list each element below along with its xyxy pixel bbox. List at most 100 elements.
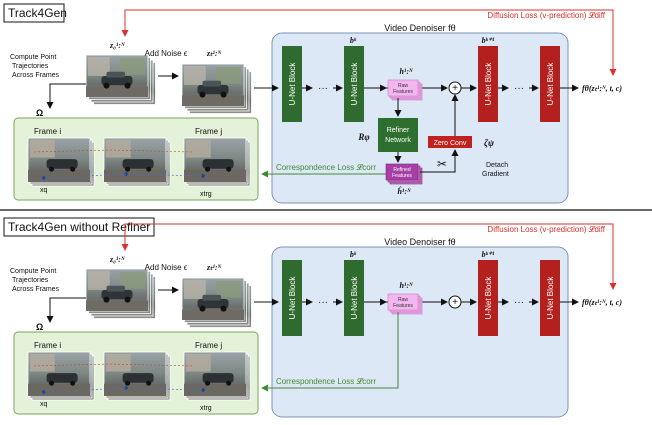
unet-block: U-Net Block bbox=[344, 260, 364, 336]
video-denoiser-box bbox=[271, 246, 569, 418]
unet-block-label: U-Net Block bbox=[350, 276, 359, 320]
unet-block: U-Net Block bbox=[478, 260, 498, 336]
zt-label: zₜ¹:ᴺ bbox=[206, 263, 222, 272]
refined-to-zero-conv-arrow bbox=[420, 149, 459, 173]
car-body bbox=[197, 85, 229, 95]
trajectory-line bbox=[43, 387, 204, 393]
h-label: h¹:ᴺ bbox=[399, 281, 413, 290]
frame-j-label: Frame j bbox=[195, 127, 222, 136]
panel-title: Track4Gen bbox=[8, 6, 67, 20]
car-roof bbox=[202, 80, 222, 87]
tree-shape bbox=[120, 58, 145, 75]
car-wheel bbox=[70, 166, 76, 172]
sum-node-symbol: + bbox=[452, 297, 458, 308]
building-shape bbox=[106, 140, 131, 158]
z0-label: z₀¹:ᴺ bbox=[109, 41, 125, 50]
car-roof bbox=[202, 294, 222, 301]
frame-j-image bbox=[183, 351, 251, 401]
diffusion-loss-label: Diffusion Loss (v-prediction) 𝓛diff bbox=[487, 224, 605, 234]
compute-trajectories-label: Compute Point bbox=[10, 54, 56, 61]
unet-block-box bbox=[478, 46, 498, 122]
xtrg-label: xtrg bbox=[200, 191, 212, 198]
road-shape bbox=[86, 86, 148, 97]
building-shape bbox=[88, 57, 110, 76]
unet-block-box bbox=[282, 46, 302, 122]
omega-label: Ω bbox=[36, 322, 43, 332]
road-shape bbox=[184, 169, 246, 182]
unet-block: U-Net Block bbox=[344, 46, 364, 122]
car-wheel bbox=[103, 296, 110, 303]
feature-label-line: Features bbox=[393, 89, 413, 95]
unet-block-label: U-Net Block bbox=[288, 276, 297, 320]
car-body bbox=[101, 76, 133, 86]
road-shape bbox=[182, 309, 244, 320]
unet-block-box bbox=[540, 46, 560, 122]
feature-label-line: Features bbox=[393, 303, 413, 309]
unet-block-label: U-Net Block bbox=[484, 62, 493, 106]
h-hat-label: ĥ¹:ᴺ bbox=[397, 186, 411, 196]
z0-label: z₀¹:ᴺ bbox=[109, 255, 125, 264]
panel-title: Track4Gen without Refiner bbox=[8, 220, 150, 234]
diffusion-loss-label: Diffusion Loss (v-prediction) 𝓛diff bbox=[487, 10, 605, 20]
compute-trajectories-label: Trajectories bbox=[12, 277, 49, 284]
building-shape bbox=[106, 354, 131, 372]
detach-gradient-label: Detach bbox=[486, 162, 508, 169]
car-body bbox=[101, 290, 133, 300]
unet-block-box bbox=[478, 260, 498, 336]
trajectory-line bbox=[43, 173, 204, 179]
trajectory-arrow bbox=[46, 83, 86, 109]
output-label: fθ(zₜ¹:ᴺ, t, c) bbox=[582, 84, 622, 93]
car-body bbox=[46, 159, 78, 169]
noisy-latent-zt bbox=[181, 277, 252, 328]
car-body bbox=[197, 299, 229, 309]
scissors-icon: ✂ bbox=[437, 157, 447, 171]
car-wheel bbox=[146, 380, 152, 386]
panel-title-box bbox=[3, 217, 155, 237]
car-body bbox=[202, 373, 234, 383]
car-roof bbox=[106, 285, 126, 292]
refiner-network-label: Refiner bbox=[387, 127, 410, 134]
feature-sheet bbox=[385, 163, 419, 181]
feature-label-line: Features bbox=[392, 173, 412, 179]
car-body bbox=[46, 373, 78, 383]
frame-i-image bbox=[27, 351, 95, 401]
car-wheel bbox=[125, 166, 131, 172]
trajectory-arrow bbox=[46, 297, 86, 323]
car-wheel bbox=[220, 91, 227, 98]
building-shape bbox=[30, 354, 55, 372]
trajectory-line bbox=[33, 363, 193, 367]
frame-j-label: Frame j bbox=[195, 341, 222, 350]
tree-shape bbox=[120, 272, 145, 289]
car-wheel bbox=[199, 305, 206, 312]
car-wheel bbox=[70, 380, 76, 386]
road-shape bbox=[86, 300, 148, 311]
omega-label: Ω bbox=[36, 108, 43, 118]
bk-label: bᵏ bbox=[350, 36, 357, 45]
road-shape bbox=[28, 383, 90, 396]
unet-block-box bbox=[540, 260, 560, 336]
add-noise-label: Add Noise ϵ bbox=[145, 49, 188, 58]
road-shape bbox=[182, 95, 244, 106]
building-shape bbox=[186, 354, 211, 372]
car-wheel bbox=[124, 82, 131, 89]
unet-block-box bbox=[344, 46, 364, 122]
sum-node-symbol: + bbox=[452, 83, 458, 94]
track4gen-without-refiner-panel: Track4Gen without Refiner Diffusion Loss … bbox=[3, 217, 622, 418]
detach-gradient-label: Gradient bbox=[482, 171, 509, 178]
panel-title-box bbox=[3, 3, 65, 23]
car-wheel bbox=[125, 380, 131, 386]
car-wheel bbox=[226, 380, 232, 386]
output-label: fθ(zₜ¹:ᴺ, t, c) bbox=[582, 298, 622, 307]
ellipsis: ··· bbox=[514, 297, 524, 308]
building-shape bbox=[88, 271, 110, 290]
unet-block-box bbox=[344, 260, 364, 336]
frame-i-label: Frame i bbox=[34, 127, 61, 136]
road-shape bbox=[104, 169, 166, 182]
xtrg-label: xtrg bbox=[200, 405, 212, 412]
compute-trajectories-label: Across Frames bbox=[12, 72, 60, 79]
car-wheel bbox=[220, 305, 227, 312]
video-denoiser-label: Video Denoiser fθ bbox=[384, 23, 455, 33]
